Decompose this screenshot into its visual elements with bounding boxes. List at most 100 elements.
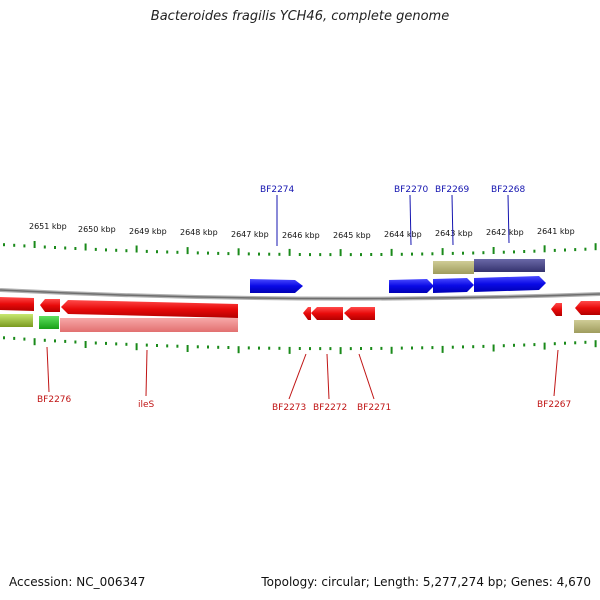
minor-tick [217,251,220,255]
minor-tick [380,346,383,350]
major-tick [543,342,546,350]
gene-arrow-bf2267 [551,303,562,316]
minor-tick [574,341,577,345]
genome-backbone-core [0,289,600,300]
minor-tick [176,344,179,348]
minor-tick [298,253,301,256]
minor-tick [360,253,362,257]
gene-arrow-bf2276 [40,299,60,312]
minor-tick [584,340,587,344]
minor-tick [472,345,475,349]
minor-tick [207,345,209,349]
minor-tick [329,253,332,257]
minor-tick [574,248,577,252]
leader-line [145,349,148,397]
minor-tick [584,247,587,251]
topology-text: Topology: circular; Length: 5,277,274 bp… [261,575,591,589]
minor-tick [309,253,311,257]
minor-tick [502,250,505,254]
leader-line [46,346,50,393]
minor-tick [115,342,118,346]
leader-line [288,353,307,400]
gene-label-bf2270: BF2270 [394,185,429,195]
minor-tick [23,244,26,248]
feature-bar [574,320,600,333]
minor-tick [411,346,413,350]
minor-tick [370,347,373,350]
minor-tick [196,251,199,255]
minor-tick [513,343,515,347]
minor-tick [115,248,118,252]
forward-genes [250,276,546,293]
inner-scale-ticks [3,336,597,355]
major-tick [186,247,189,255]
gene-arrow-iles [61,300,238,318]
minor-tick [176,250,179,254]
minor-tick [13,336,16,340]
major-tick [288,248,291,256]
minor-tick [54,246,56,249]
leader-line [409,194,412,246]
gene-arrow [575,301,600,315]
major-tick [135,343,138,351]
scale-label: 2647 kbp [231,230,269,239]
minor-tick [105,248,107,252]
minor-tick [125,249,128,253]
feature-bar [60,318,238,332]
minor-tick [43,338,46,342]
gene-label-bf2267: BF2267 [537,400,571,410]
minor-tick [166,344,169,348]
minor-tick [105,341,107,345]
gene-arrow-bf2274 [250,279,303,293]
minor-tick [54,339,56,343]
minor-tick [349,253,352,257]
minor-tick [309,347,311,351]
leader-line [451,194,454,246]
major-tick [339,347,342,355]
minor-tick [247,252,250,256]
minor-tick [3,336,5,340]
minor-tick [553,248,556,252]
minor-tick [207,251,209,255]
minor-tick [431,252,434,256]
minor-tick [462,345,464,349]
minor-tick [3,243,5,247]
minor-tick [278,252,281,256]
minor-tick [564,248,566,252]
minor-tick [13,243,16,247]
minor-tick [421,346,424,350]
minor-tick [513,250,515,254]
feature-bar [433,261,474,274]
minor-tick [533,249,536,253]
major-tick [237,248,240,256]
minor-tick [74,340,77,344]
accession-text: Accession: NC_006347 [9,575,146,589]
minor-tick [411,252,413,256]
minor-tick [533,343,536,347]
minor-tick [64,246,67,250]
feature-bar [474,259,545,272]
minor-tick [319,347,322,351]
minor-tick [145,343,148,347]
scale-labels: 2651 kbp 2650 kbp 2649 kbp 2648 kbp 2647… [29,222,575,240]
feature-bar [39,316,59,329]
gene-arrow [0,297,34,311]
minor-tick [329,347,332,351]
minor-tick [247,346,250,350]
minor-tick [564,341,566,345]
reverse-leaders [46,346,559,400]
minor-tick [258,252,260,256]
minor-tick [278,346,281,350]
gene-label-bf2271: BF2271 [357,403,391,413]
gene-label-bf2269: BF2269 [435,185,470,195]
minor-tick [502,344,505,348]
minor-tick [196,345,199,349]
gene-label-iles: ileS [138,400,155,410]
forward-leaders [276,194,510,246]
scale-label: 2645 kbp [333,231,371,240]
major-tick [594,243,597,251]
minor-tick [156,344,158,347]
gene-label-bf2268: BF2268 [491,185,526,195]
minor-tick [553,342,556,346]
minor-tick [227,346,230,349]
